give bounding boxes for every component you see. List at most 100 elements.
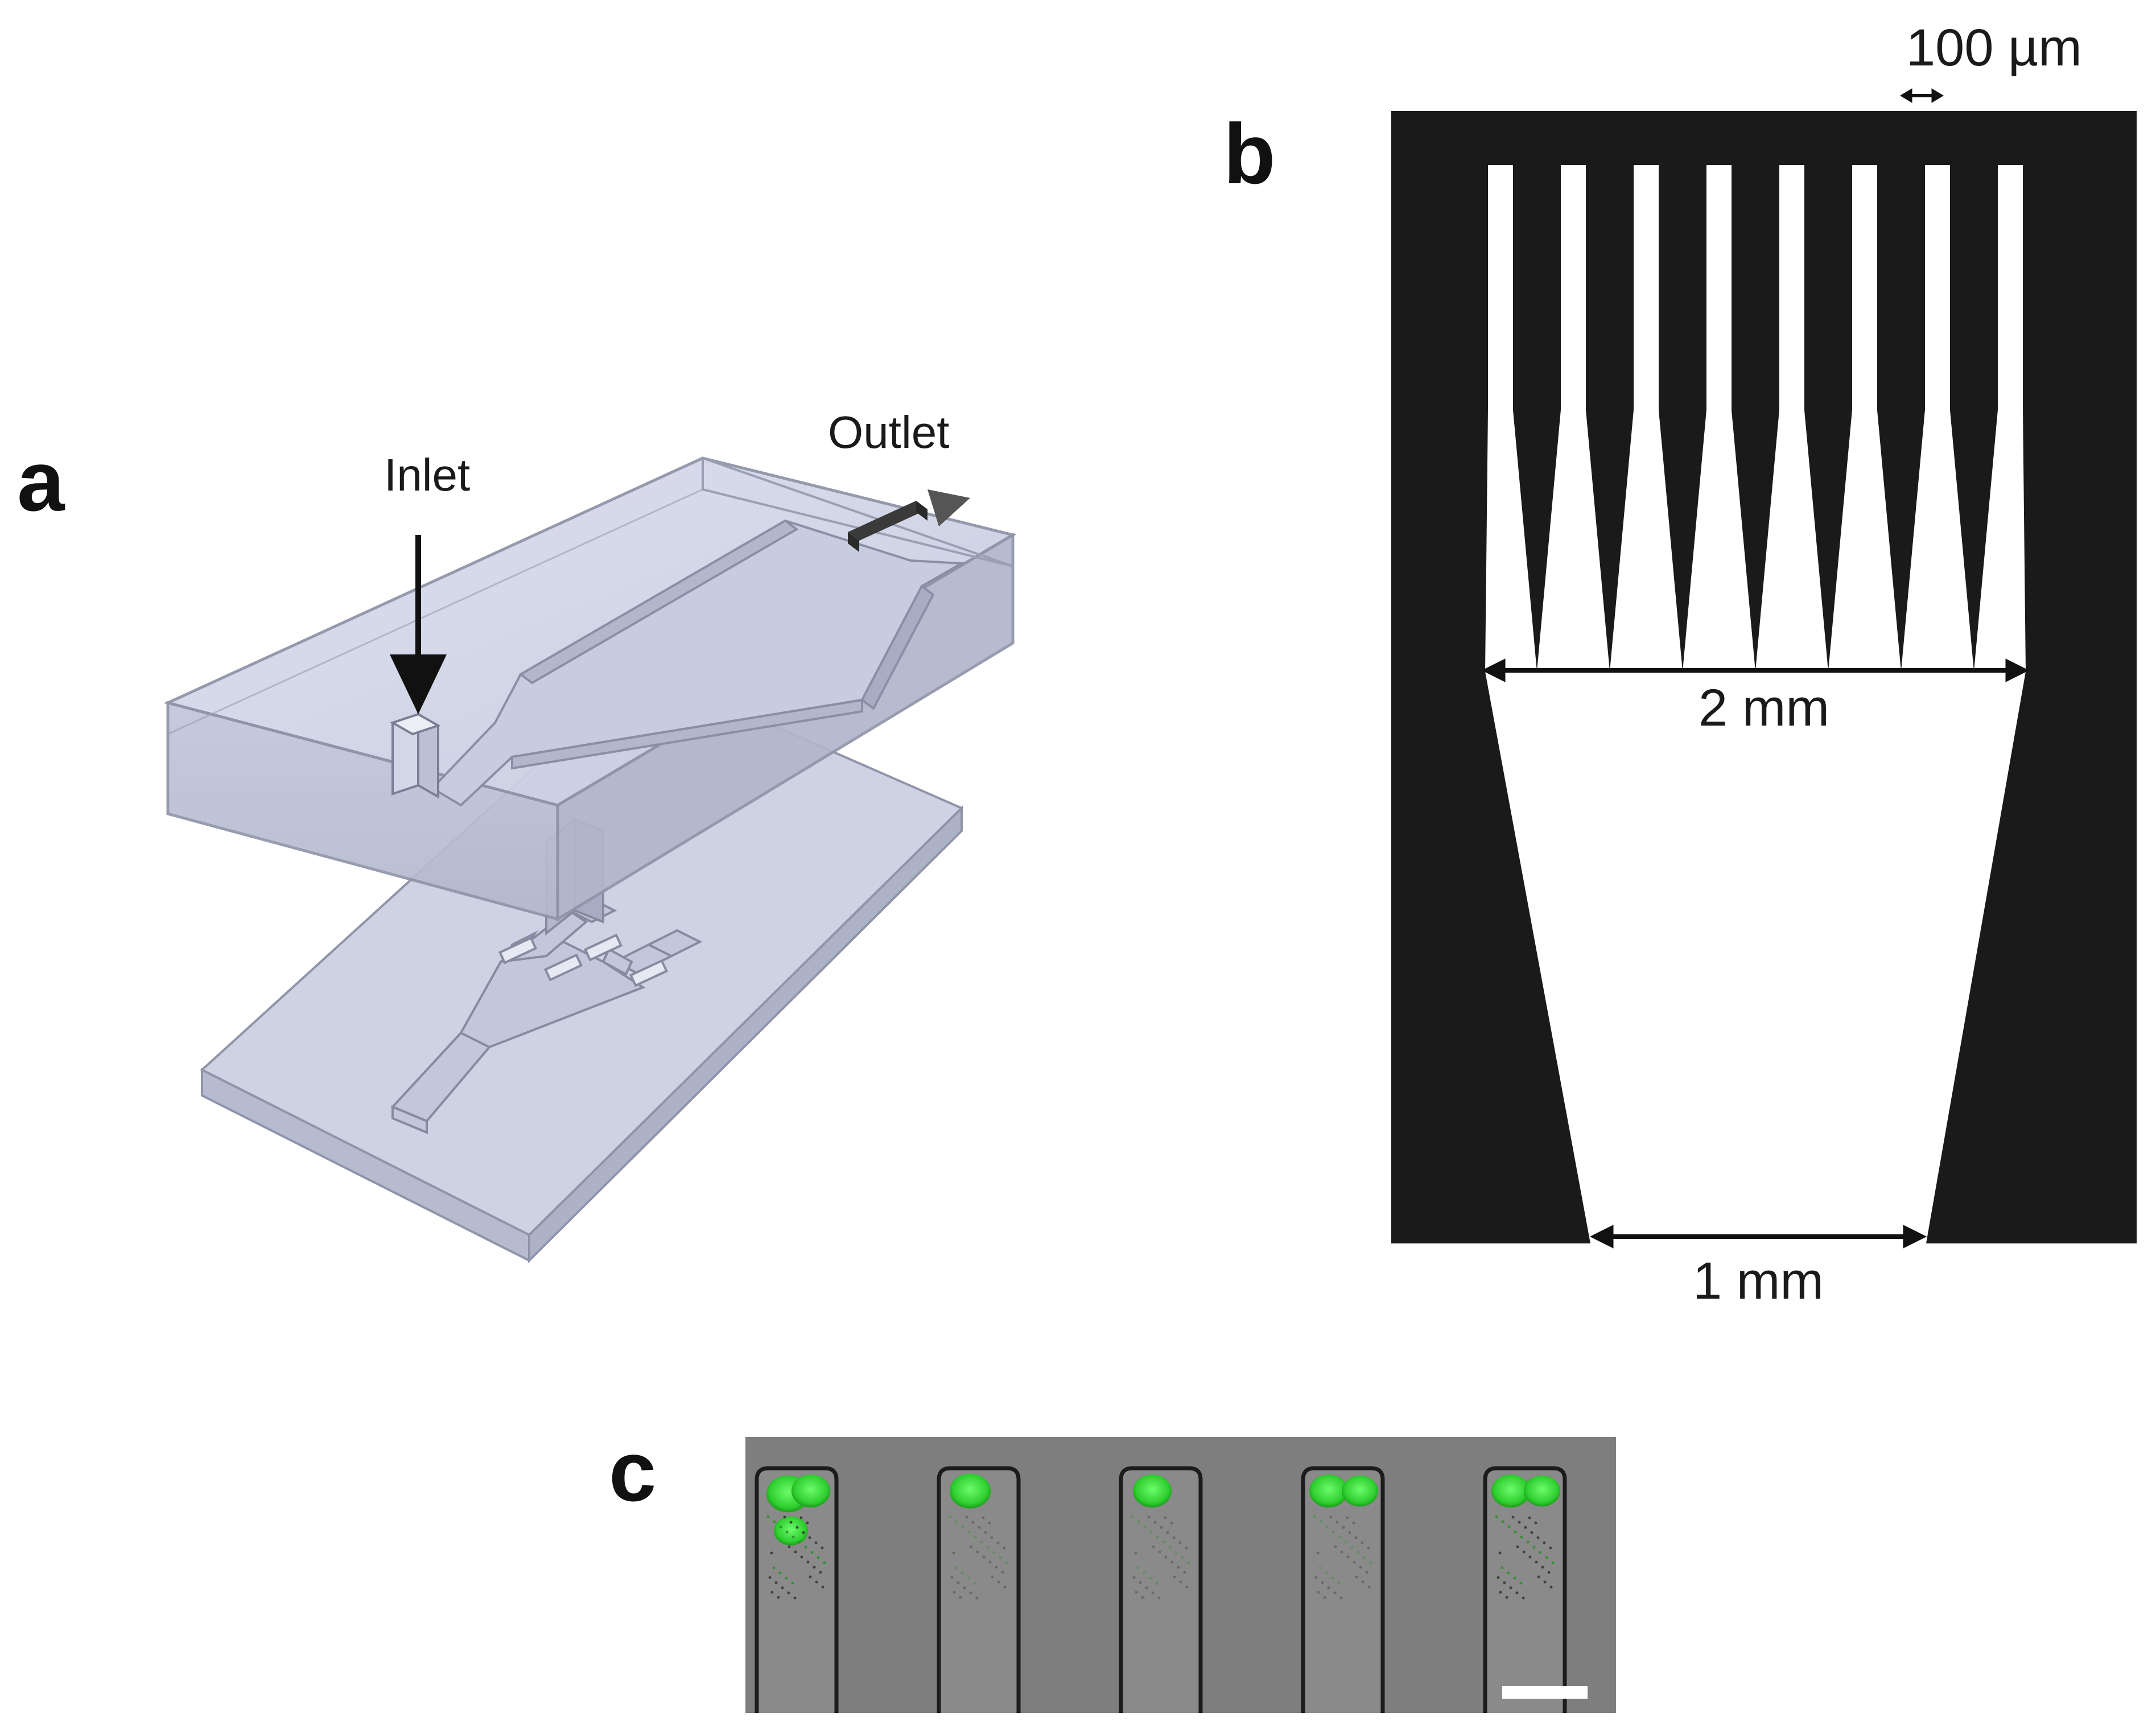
debris-speck — [965, 1515, 968, 1519]
debris-speck — [778, 1571, 782, 1575]
debris-speck — [1537, 1575, 1540, 1579]
debris-speck — [1151, 1591, 1155, 1595]
debris-speck — [1149, 1530, 1153, 1534]
micro-well — [1483, 1466, 1567, 1713]
mask-open-area — [1485, 159, 2026, 1243]
debris-speck — [1534, 1521, 1537, 1525]
debris-speck — [1505, 1596, 1508, 1599]
label-2mm: 2 mm — [1699, 679, 1829, 737]
debris-speck — [1513, 1576, 1516, 1580]
debris-speck — [1003, 1546, 1006, 1550]
debris-speck — [999, 1556, 1002, 1559]
debris-speck — [1160, 1526, 1163, 1529]
debris-speck — [806, 1560, 810, 1564]
mask-finger-divider — [1877, 159, 1925, 660]
debris-speck — [1337, 1581, 1341, 1585]
debris-speck — [1334, 1545, 1337, 1548]
debris-speck — [808, 1536, 811, 1539]
inlet-arrow — [390, 535, 447, 714]
debris-speck — [768, 1576, 772, 1579]
debris-speck — [1329, 1515, 1333, 1519]
debris-speck — [1363, 1556, 1366, 1559]
debris-speck — [806, 1521, 809, 1525]
debris-speck — [953, 1591, 956, 1594]
debris-speck — [766, 1515, 770, 1518]
panel-c-micrograph — [745, 1437, 1616, 1713]
debris-speck — [785, 1576, 788, 1580]
debris-speck — [1535, 1560, 1538, 1564]
debris-speck — [1357, 1551, 1360, 1554]
fluorescent-cell — [1133, 1474, 1172, 1507]
debris-speck — [967, 1530, 971, 1534]
mask-finger-channel — [1901, 165, 1974, 672]
debris-speck — [793, 1596, 797, 1600]
fluorescent-cell — [792, 1474, 830, 1507]
outlet-label: Outlet — [828, 407, 950, 458]
debris-speck — [772, 1566, 776, 1570]
debris-speck — [770, 1551, 773, 1555]
panel-letter-b: b — [1223, 106, 1276, 201]
debris-speck — [952, 1551, 955, 1555]
debris-speck — [1174, 1551, 1178, 1554]
debris-speck — [1346, 1516, 1349, 1519]
debris-speck — [791, 1581, 794, 1585]
mask-finger-channel — [1974, 165, 2026, 672]
debris-speck — [1515, 1591, 1519, 1595]
debris-speck — [991, 1575, 994, 1579]
debris-speck — [963, 1586, 966, 1589]
mask-finger-channel — [1755, 165, 1828, 672]
debris-speck — [821, 1585, 825, 1589]
debris-speck — [1137, 1520, 1140, 1523]
debris-speck — [1335, 1521, 1339, 1524]
debris-speck — [982, 1516, 985, 1519]
label-1mm: 1 mm — [1693, 1252, 1824, 1310]
debris-speck — [955, 1520, 958, 1523]
inlet-port — [390, 712, 441, 799]
debris-speck — [1155, 1581, 1159, 1585]
debris-speck — [957, 1581, 960, 1584]
debris-speck — [1367, 1546, 1370, 1550]
debris-speck — [1543, 1541, 1546, 1544]
fluorescent-cell — [1309, 1474, 1348, 1507]
debris-speck — [1520, 1535, 1523, 1539]
debris-speck — [1313, 1515, 1316, 1518]
debris-speck — [1539, 1551, 1542, 1554]
debris-speck — [1528, 1516, 1531, 1519]
debris-speck — [1319, 1520, 1322, 1523]
debris-speck — [1136, 1566, 1140, 1570]
debris-speck — [1001, 1571, 1004, 1574]
debris-speck — [787, 1591, 790, 1595]
debris-speck — [1369, 1561, 1372, 1564]
mask-finger-channel — [1683, 165, 1755, 672]
debris-speck — [788, 1545, 791, 1548]
micro-well — [1119, 1466, 1203, 1713]
debris-speck — [1339, 1596, 1343, 1600]
debris-speck — [1532, 1546, 1536, 1549]
debris-speck — [777, 1596, 780, 1599]
debris-speck — [1519, 1581, 1523, 1585]
mask-finger-channel — [1485, 165, 1537, 672]
debris-speck — [971, 1521, 975, 1524]
debris-speck — [1495, 1515, 1498, 1518]
outlet-arrow — [848, 489, 970, 552]
debris-speck — [969, 1591, 972, 1595]
debris-speck — [1170, 1521, 1173, 1525]
debris-speck — [774, 1581, 778, 1584]
debris-speck — [950, 1576, 954, 1579]
debris-speck — [1365, 1571, 1368, 1574]
debris-speck — [814, 1541, 818, 1544]
debris-speck — [1524, 1526, 1527, 1529]
debris-speck — [1143, 1571, 1146, 1575]
debris-speck — [1183, 1571, 1186, 1574]
debris-speck — [781, 1586, 784, 1589]
debris-speck — [959, 1596, 962, 1599]
debris-speck — [1166, 1531, 1169, 1534]
debris-speck — [1168, 1546, 1172, 1549]
debris-speck — [802, 1531, 805, 1534]
debris-speck — [809, 1575, 812, 1579]
debris-speck — [798, 1540, 801, 1544]
debris-speck — [1361, 1541, 1364, 1544]
debris-speck — [1507, 1525, 1511, 1529]
debris-speck — [1185, 1546, 1188, 1550]
